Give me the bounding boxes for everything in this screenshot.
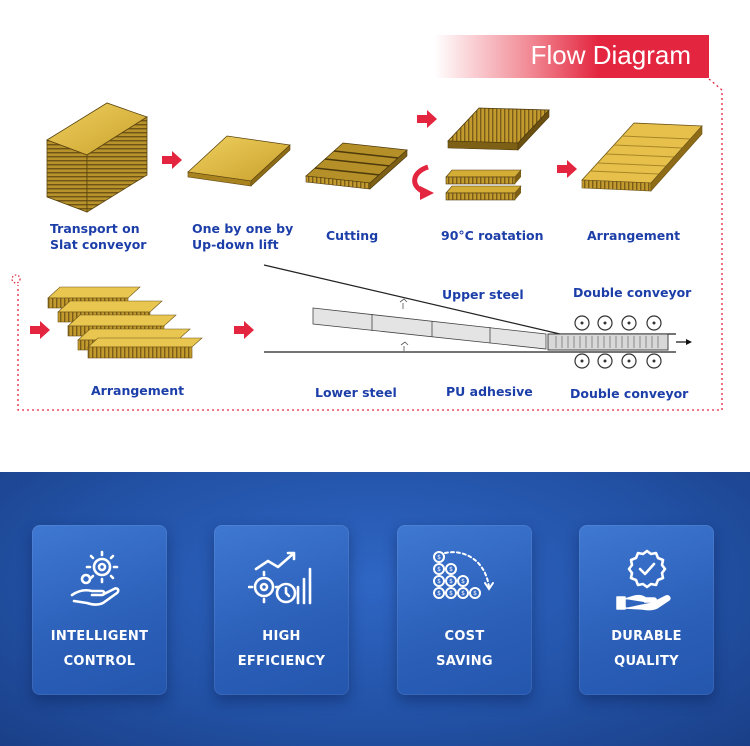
feature-line1: DURABLE	[611, 629, 682, 644]
label-arrangement-top: Arrangement	[587, 228, 681, 243]
label-upper-steel: Upper steel	[442, 287, 524, 302]
svg-text:$: $	[473, 590, 477, 597]
label-transport-line1: Transport on	[50, 221, 140, 236]
label-double-conveyor-top: Double conveyor	[573, 285, 692, 300]
gear-hand-icon	[70, 550, 120, 606]
two-strips-graphic	[445, 169, 522, 201]
panel-feed	[312, 307, 547, 350]
feature-line1: INTELLIGENT	[50, 629, 149, 644]
gear-growth-chart-icon	[248, 551, 312, 605]
arrow-right-icon	[234, 321, 254, 339]
feature-line1: COST	[444, 629, 485, 644]
svg-text:$: $	[437, 566, 441, 573]
frame-start-circle	[11, 274, 21, 284]
badge-hand-icon	[616, 549, 671, 611]
press-line-graphic	[263, 264, 692, 369]
label-lift-line2: Up-down lift	[192, 237, 279, 252]
flow-diagram-title-bar: Flow Diagram	[434, 35, 709, 78]
arrow-right-icon	[162, 151, 182, 169]
adhesive-nozzle-icon	[399, 298, 409, 351]
svg-text:$: $	[449, 578, 453, 585]
label-pu-adhesive: PU adhesive	[446, 384, 533, 399]
flow-diagram-title: Flow Diagram	[530, 40, 691, 70]
svg-text:$: $	[437, 554, 441, 561]
svg-text:$: $	[461, 590, 465, 597]
arrow-right-icon	[557, 160, 577, 178]
features-section: INTELLIGENT CONTROL HIGH EFFICIENCY	[0, 472, 750, 746]
flow-diagram-graphic	[11, 78, 723, 411]
rotated-strips-graphic	[447, 107, 550, 151]
board-stack-graphic	[46, 102, 148, 213]
feature-line2: CONTROL	[63, 654, 136, 669]
label-lower-steel: Lower steel	[315, 385, 397, 400]
feature-card-durable-quality: DURABLE QUALITY	[579, 525, 714, 695]
flow-diagram-section: Flow Diagram	[11, 35, 723, 411]
feature-card-intelligent-control: INTELLIGENT CONTROL	[32, 525, 167, 695]
svg-text:$: $	[437, 578, 441, 585]
feature-card-high-efficiency: HIGH EFFICIENCY	[214, 525, 349, 695]
feature-line2: SAVING	[436, 654, 493, 669]
feature-line2: QUALITY	[614, 654, 679, 669]
svg-text:$: $	[449, 590, 453, 597]
dotted-frame	[17, 78, 723, 411]
feature-line1: HIGH	[262, 629, 301, 644]
svg-text:$: $	[437, 590, 441, 597]
upper-steel-line	[263, 264, 561, 335]
cut-strips-graphic	[305, 142, 408, 190]
feature-card-cost-saving: $ $ $ $ $ $ $ $ $ $ COST SAVING	[397, 525, 532, 695]
arrow-right-icon	[30, 321, 50, 339]
arrow-right-icon	[417, 110, 437, 128]
svg-text:$: $	[449, 566, 453, 573]
feature-line2: EFFICIENCY	[237, 654, 326, 669]
single-board-graphic	[187, 135, 291, 187]
label-lift-line1: One by one by	[192, 221, 294, 236]
label-cutting: Cutting	[326, 228, 379, 243]
press-panel	[547, 333, 669, 351]
label-arrangement-bottom: Arrangement	[91, 383, 185, 398]
rotate-arrow-head	[420, 186, 434, 200]
arranged-panel-graphic	[581, 122, 703, 192]
coins-stack-icon: $ $ $ $ $ $ $ $ $ $	[433, 551, 494, 599]
label-rotation: 90°C roatation	[441, 228, 544, 243]
svg-text:$: $	[461, 578, 465, 585]
label-transport-line2: Slat conveyor	[50, 237, 147, 252]
label-double-conveyor-bottom: Double conveyor	[570, 386, 689, 401]
crossed-arrangement-graphic	[47, 286, 203, 359]
